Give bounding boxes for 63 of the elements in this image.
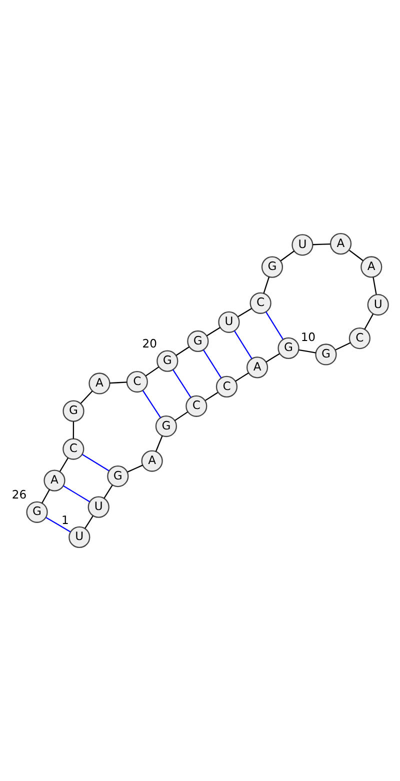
connector — [82, 454, 110, 472]
connector — [84, 516, 94, 529]
connector — [72, 421, 74, 439]
connector — [172, 369, 192, 398]
node-circle: C — [216, 376, 238, 398]
node-circle: U — [367, 294, 389, 316]
connector — [142, 390, 162, 418]
node-circle: G — [26, 501, 48, 523]
node-circle: A — [44, 470, 66, 492]
connector — [280, 250, 295, 262]
connector — [202, 350, 222, 378]
node-circle: A — [141, 450, 163, 472]
node-circle: U — [68, 526, 90, 548]
connector — [176, 346, 190, 356]
node-circle: C — [62, 438, 84, 460]
node-circle: G — [155, 415, 177, 438]
connector — [364, 314, 374, 330]
node-circle: A — [88, 372, 110, 394]
connector — [266, 312, 284, 340]
connector — [372, 277, 377, 295]
connector — [234, 330, 252, 359]
connector — [238, 308, 252, 318]
node-circle: A — [360, 256, 382, 278]
connector — [235, 372, 249, 382]
node-circle: C — [186, 395, 208, 417]
connector — [59, 458, 69, 472]
node-circle: U — [292, 234, 314, 256]
node-circle: G — [62, 400, 84, 422]
connector — [110, 382, 127, 384]
connector — [155, 436, 163, 452]
node-label: 26 — [12, 488, 27, 502]
connector — [46, 516, 71, 532]
node-circle: C — [348, 327, 370, 350]
node-circle: U — [88, 496, 110, 518]
connector — [312, 244, 330, 246]
node-circle: A — [246, 356, 268, 378]
connector — [266, 353, 280, 362]
connector — [349, 250, 364, 262]
connector — [206, 327, 220, 336]
node-circle: U — [218, 311, 240, 333]
connector — [42, 489, 50, 504]
connector — [335, 342, 351, 350]
node-label: 20 — [142, 336, 157, 351]
connector — [104, 484, 113, 499]
connector — [263, 276, 270, 294]
connector — [174, 411, 188, 422]
connector — [205, 392, 218, 401]
node-circle: C — [250, 292, 272, 314]
node-circle: G — [278, 337, 300, 359]
connector — [127, 464, 143, 472]
node-circle: G — [261, 256, 284, 278]
node-circle: A — [330, 232, 352, 255]
node-circle: G — [187, 330, 209, 352]
connector — [298, 349, 316, 354]
node-label: 10 — [300, 330, 316, 344]
node-circle: G — [156, 350, 178, 372]
node-circle: G — [107, 465, 129, 488]
connector — [146, 366, 160, 376]
node-label: 1 — [61, 512, 69, 527]
node-circle: C — [126, 370, 148, 393]
connector — [80, 390, 93, 404]
connector — [63, 485, 90, 502]
node-circle: G — [315, 344, 337, 366]
